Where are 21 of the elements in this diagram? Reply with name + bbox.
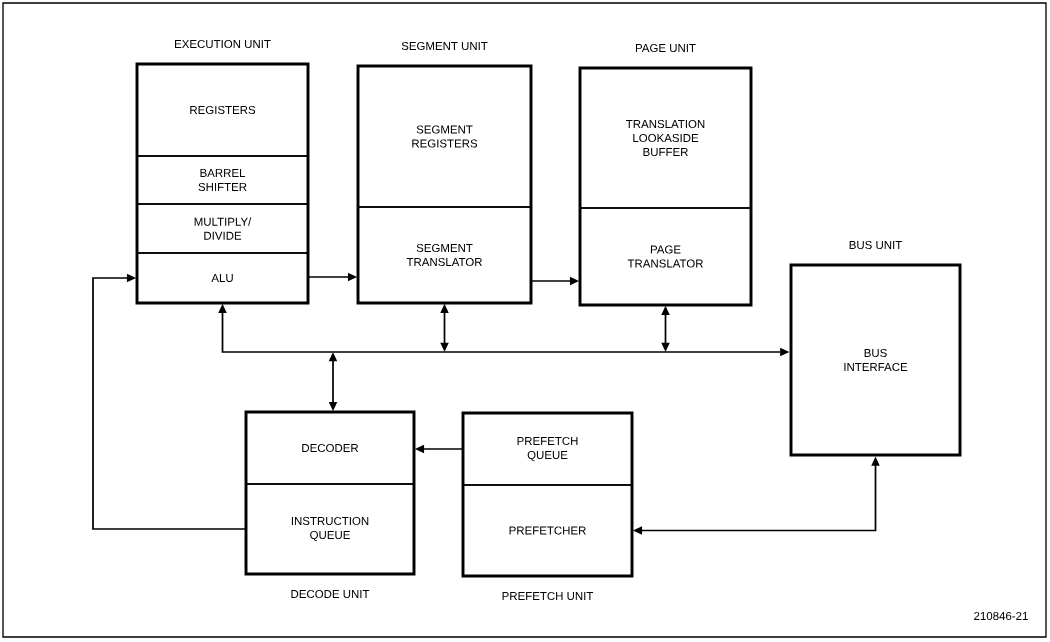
figure-number: 210846-21 [974, 611, 1028, 621]
section-cell: BARREL SHIFTER [136, 155, 309, 205]
section-cell: SEGMENT TRANSLATOR [357, 206, 532, 304]
section-cell: SEGMENT REGISTERS [357, 65, 532, 208]
node-label: SEGMENT UNIT [401, 41, 488, 51]
arrow [92, 273, 247, 530]
section-cell: REGISTERS [136, 63, 309, 157]
section-cell: PREFETCH QUEUE [462, 412, 633, 486]
node-label: PREFETCH UNIT [502, 591, 594, 601]
section-cell: MULTIPLY/ DIVIDE [136, 203, 309, 254]
node-label: BUS UNIT [849, 240, 902, 250]
section-cell: DECODER [245, 411, 415, 485]
section-cell: INSTRUCTION QUEUE [245, 483, 415, 575]
section-cell: PREFETCHER [462, 484, 633, 577]
section-cell: PAGE TRANSLATOR [579, 207, 752, 306]
unit-block: BUS UNIT BUS INTERFACE [789, 240, 962, 457]
node-label: DECODE UNIT [291, 589, 370, 599]
section-cell: ALU [136, 252, 309, 304]
section-cell: TRANSLATION LOOKASIDE BUFFER [579, 67, 752, 209]
node-label: PAGE UNIT [635, 43, 696, 53]
node-label: EXECUTION UNIT [175, 39, 271, 49]
